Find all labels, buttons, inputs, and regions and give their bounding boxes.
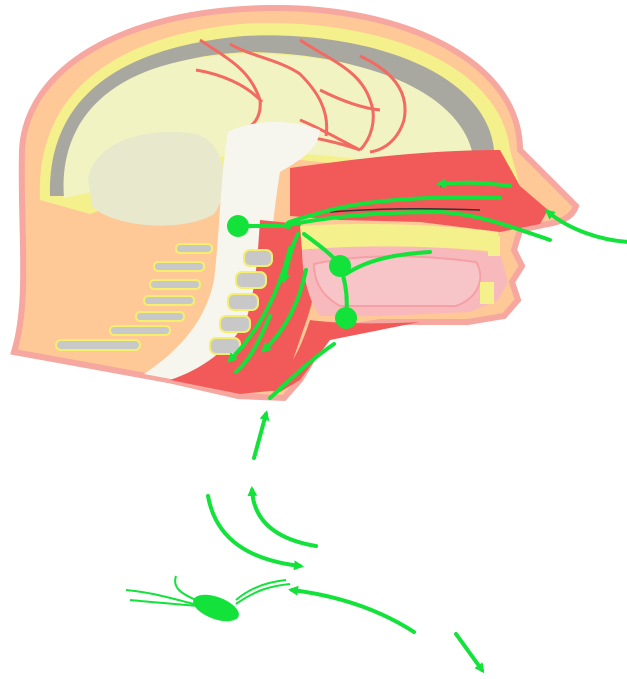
upper-teeth — [488, 236, 500, 256]
arrow-icon — [292, 590, 414, 632]
arrow-icon — [254, 414, 266, 458]
circle-node — [335, 307, 357, 329]
lower-teeth — [480, 282, 494, 304]
flagellated-organism-icon — [126, 576, 290, 627]
circle-node — [227, 215, 249, 237]
arrow-icon — [252, 490, 316, 546]
head — [14, 8, 576, 398]
arrow-icon — [456, 634, 482, 670]
circle-node — [329, 255, 351, 277]
